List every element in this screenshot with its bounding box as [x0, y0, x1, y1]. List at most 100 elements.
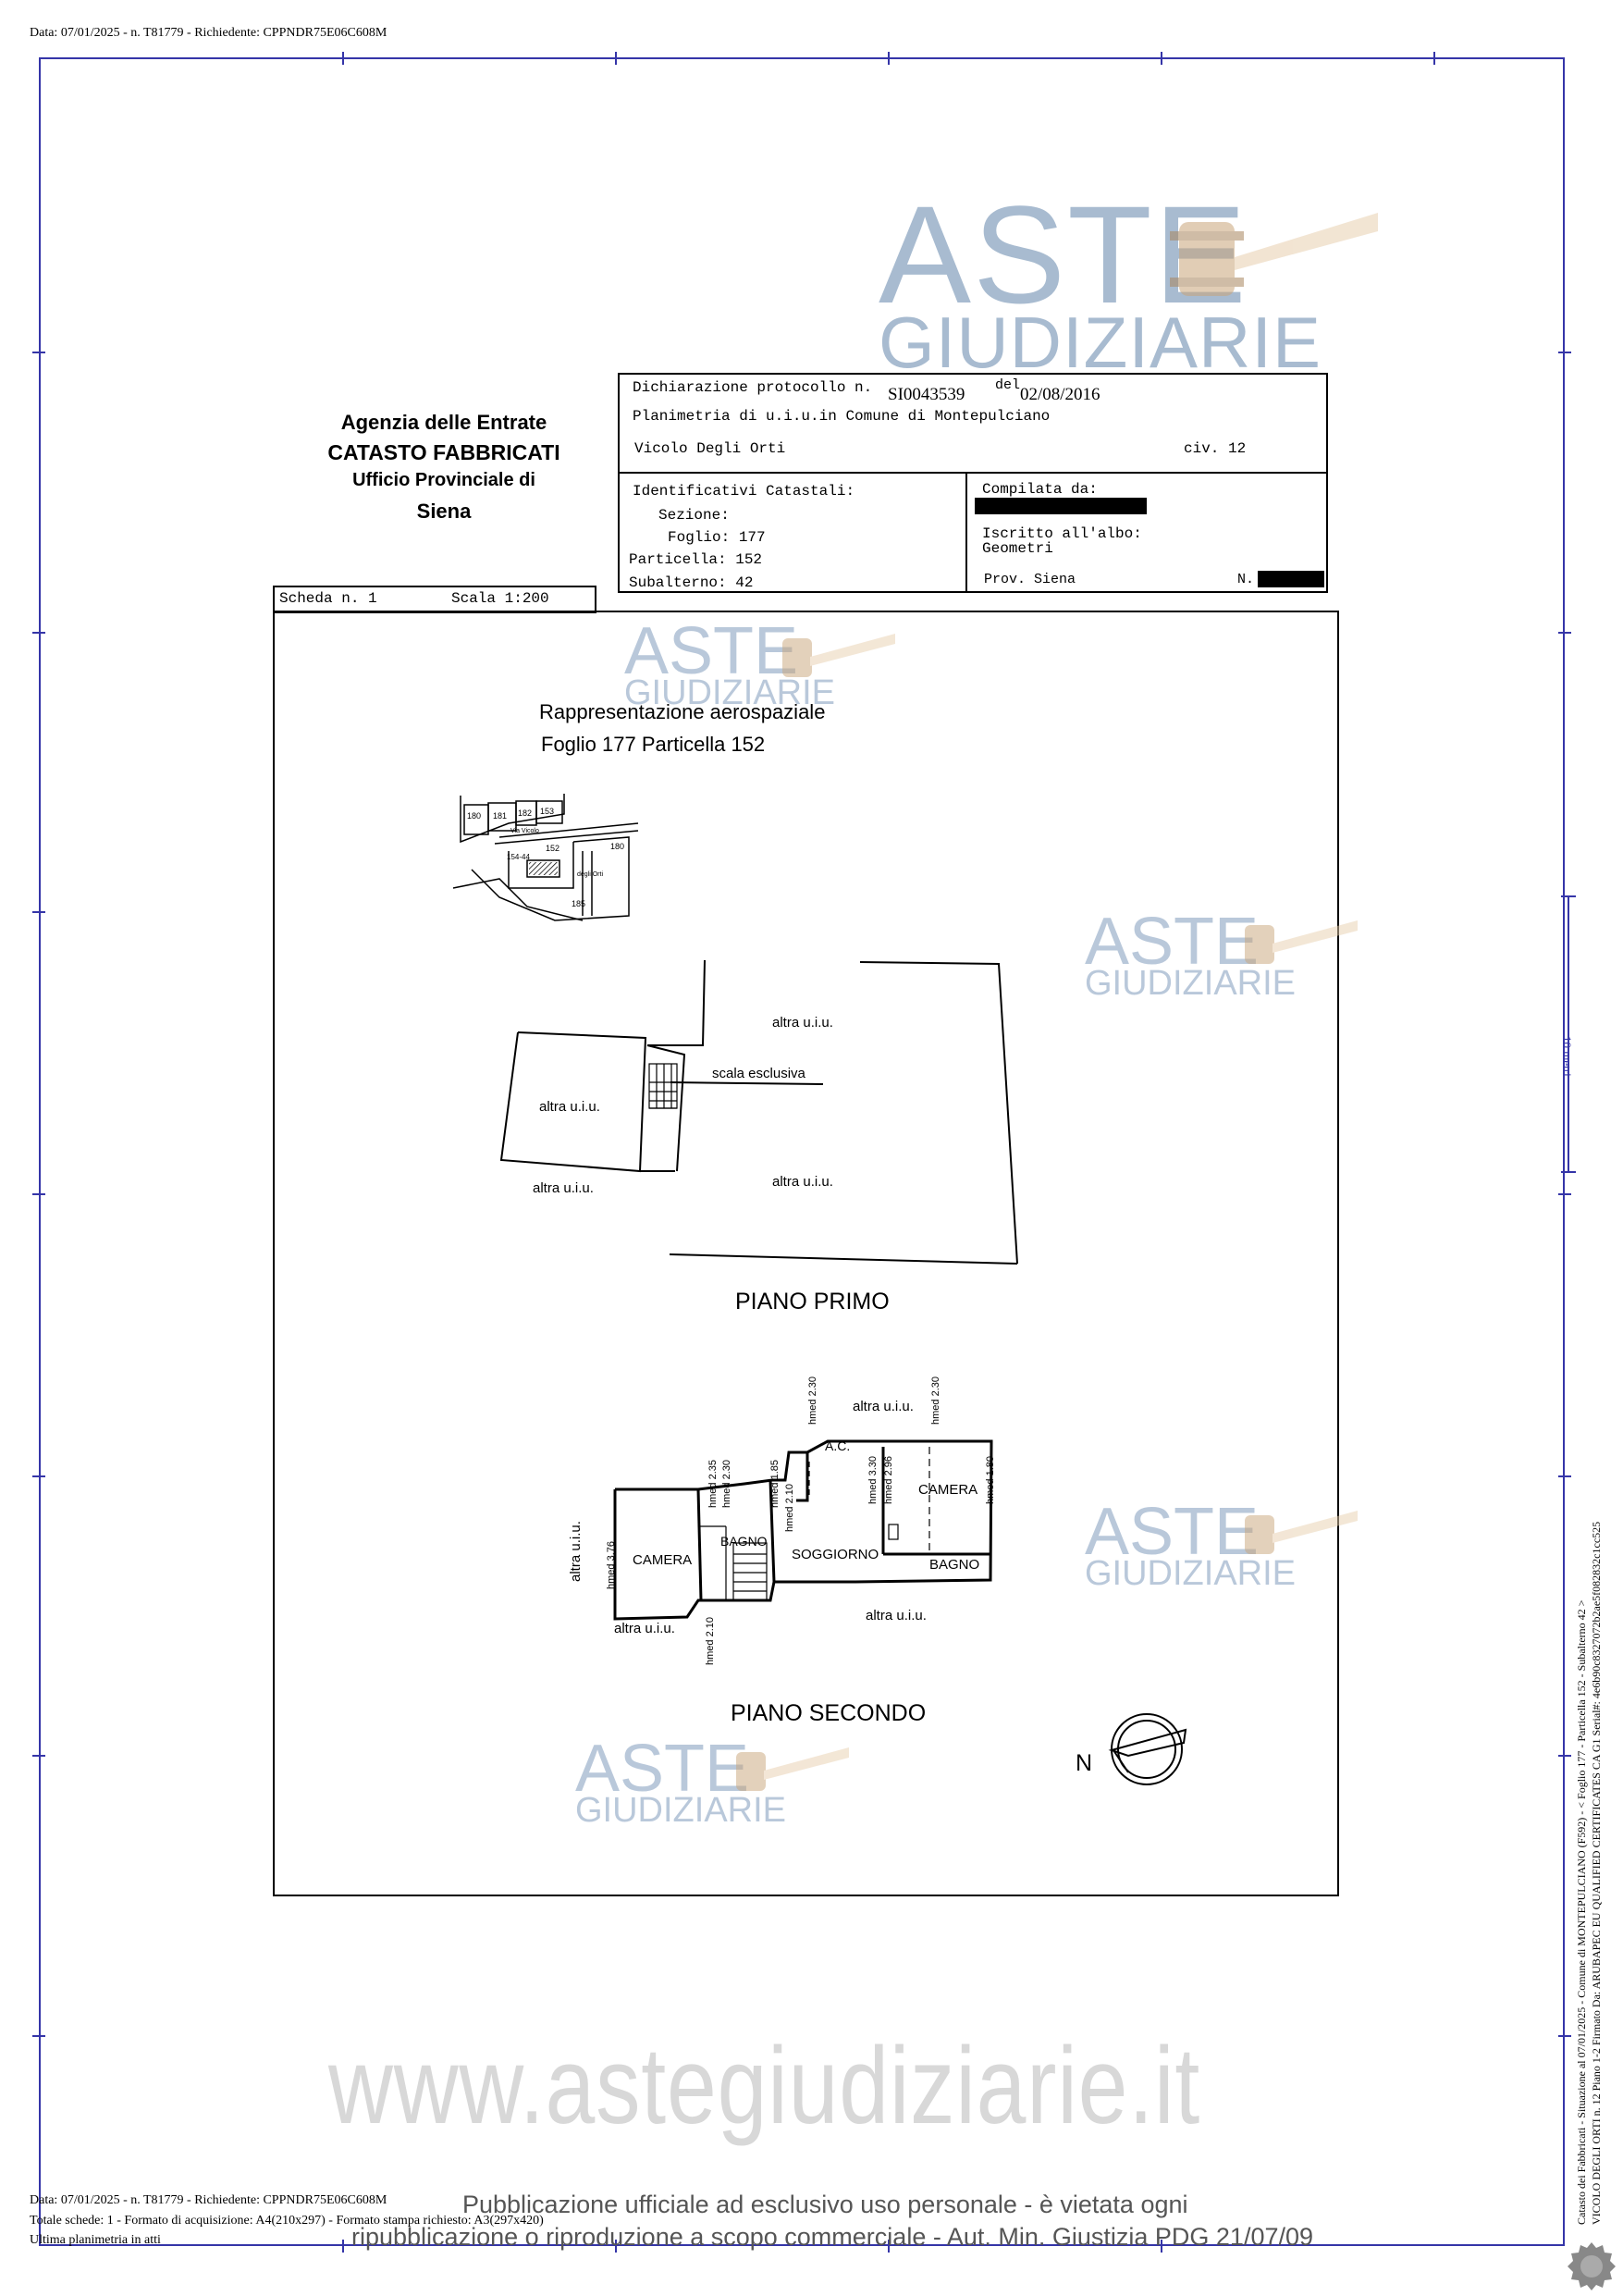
height-label: hmed 2.35	[707, 1460, 719, 1508]
frame-tick	[342, 52, 344, 65]
gavel-icon	[1245, 920, 1358, 964]
gavel-icon	[782, 634, 895, 677]
sezione: Sezione:	[658, 507, 730, 524]
watermark-aste: ASTE	[575, 1732, 750, 1806]
height-label: hmed 2.10	[784, 1484, 795, 1532]
floor-plan-primo	[499, 959, 1018, 1265]
agency-city: Siena	[416, 500, 472, 523]
scheda-box	[273, 586, 596, 613]
agency-name: Agenzia delle Entrate	[340, 411, 547, 434]
n-label: N.	[1237, 572, 1255, 587]
plan-line: Planimetria di u.i.u.in Comune di Montep…	[633, 408, 1051, 425]
declaration-box	[618, 373, 1328, 593]
compiler-label: Compilata da:	[982, 481, 1098, 498]
protocol-label: Dichiarazione protocollo n.	[633, 379, 873, 396]
frame-tick	[1558, 1193, 1571, 1195]
map-label: 180	[467, 811, 482, 821]
drawing-box	[273, 611, 1339, 1896]
frame-tick	[1161, 52, 1162, 65]
frame-tick	[32, 1193, 45, 1195]
header-line: Data: 07/01/2025 - n. T81779 - Richieden…	[30, 26, 387, 40]
gavel-icon	[736, 1747, 849, 1791]
piano-secondo-title: PIANO SECONDO	[731, 1700, 927, 1726]
map-label: 180	[610, 842, 625, 851]
albo-label: Iscritto all'albo:	[982, 525, 1142, 542]
room-label: CAMERA	[918, 1482, 978, 1498]
frame-tick	[1433, 52, 1435, 65]
plan-label: altra u.i.u.	[853, 1399, 914, 1414]
watermark-giudiziarie: GIUDIZIARIE	[879, 302, 1322, 383]
map-label: Via Vicolo	[510, 828, 539, 834]
identifiers-title: Identificativi Catastali:	[633, 483, 855, 500]
gavel-icon	[1170, 213, 1378, 296]
frame-tick	[1558, 2035, 1571, 2037]
plan-label: altra u.i.u.	[614, 1621, 675, 1636]
frame-tick	[32, 632, 45, 634]
seal-icon	[1568, 2242, 1616, 2290]
watermark-giudiziarie: GIUDIZIARIE	[1085, 964, 1297, 1003]
footer-line1: Data: 07/01/2025 - n. T81779 - Richieden…	[30, 2193, 387, 2207]
height-label: hmed 2.96	[883, 1456, 894, 1504]
north-label: N	[1076, 1750, 1093, 1776]
side-info-line2: VICOLO DEGLI ORTI n. 12 Piano 1-2 Firmat…	[1590, 1521, 1603, 2225]
scheda-number: Scheda n. 1	[279, 590, 377, 607]
redaction	[975, 498, 1147, 514]
watermark-aste: ASTE	[1085, 1495, 1260, 1569]
footer-line3: Ultima planimetria in atti	[30, 2233, 161, 2247]
side-info-line1: Catasto dei Fabbricati - Situazione al 0…	[1575, 1599, 1588, 2225]
frame-tick	[1558, 1475, 1571, 1477]
height-label: hmed 1.85	[769, 1460, 781, 1508]
gavel-icon	[1245, 1511, 1358, 1554]
map-label: degli Orti	[577, 871, 604, 878]
divider	[618, 472, 1328, 474]
protocol-number: SI0043539	[888, 385, 965, 404]
scale-bar-label: 10 metri	[1560, 1036, 1574, 1077]
frame-tick	[32, 352, 45, 353]
watermark-giudiziarie: GIUDIZIARIE	[624, 673, 836, 712]
frame-tick	[1161, 2240, 1162, 2253]
subalterno: Subalterno: 42	[629, 574, 754, 591]
agency-office: Ufficio Provinciale di	[352, 470, 535, 490]
watermark-site: www.astegiudiziarie.it	[328, 2025, 1201, 2147]
foglio: Foglio: 177	[668, 529, 766, 546]
plan-label: altra u.i.u.	[772, 1015, 833, 1031]
frame-tick	[888, 52, 890, 65]
footer-notice1: Pubblicazione ufficiale ad esclusivo uso…	[462, 2191, 1188, 2218]
height-label: hmed 2.10	[705, 1617, 716, 1665]
plan-label: altra u.i.u.	[866, 1608, 927, 1623]
date-label: del	[995, 377, 1021, 393]
agency-catasto: CATASTO FABBRICATI	[327, 440, 560, 464]
frame-tick	[615, 2240, 617, 2253]
map-label: 182	[518, 809, 533, 818]
scheda-scale: Scala 1:200	[451, 590, 549, 607]
page-frame	[39, 57, 1565, 2246]
frame-tick	[888, 2240, 890, 2253]
room-label: BAGNO	[929, 1557, 980, 1573]
redaction	[1258, 571, 1324, 587]
height-label: hmed 2.30	[807, 1376, 818, 1425]
watermark-aste: ASTE	[1085, 905, 1260, 979]
frame-tick	[32, 1475, 45, 1477]
map-label: 185	[572, 899, 586, 908]
watermark-giudiziarie: GIUDIZIARIE	[575, 1791, 787, 1830]
particella: Particella: 152	[629, 551, 763, 568]
scale-bar-end	[1561, 1171, 1576, 1173]
north-arrow-icon	[1108, 1713, 1187, 1785]
room-label: BAGNO	[720, 1534, 768, 1549]
height-label: hmed 2.30	[721, 1460, 732, 1508]
scale-bar	[1568, 897, 1569, 1173]
albo: Geometri	[982, 540, 1053, 557]
aerial-map	[452, 794, 639, 921]
map-label: 152	[546, 844, 560, 853]
plan-label: altra u.i.u.	[772, 1174, 833, 1190]
frame-tick	[32, 1755, 45, 1757]
room-label: A.C.	[825, 1438, 851, 1453]
height-label: hmed 1.80	[985, 1456, 996, 1504]
plan-label: altra u.i.u.	[568, 1521, 584, 1582]
height-label: hmed 3.76	[606, 1541, 617, 1589]
floor-plan-secondo	[613, 1439, 993, 1621]
frame-tick	[32, 2035, 45, 2037]
civic-number: civ. 12	[1184, 440, 1247, 457]
province: Prov. Siena	[984, 572, 1076, 587]
frame-tick	[1558, 632, 1571, 634]
